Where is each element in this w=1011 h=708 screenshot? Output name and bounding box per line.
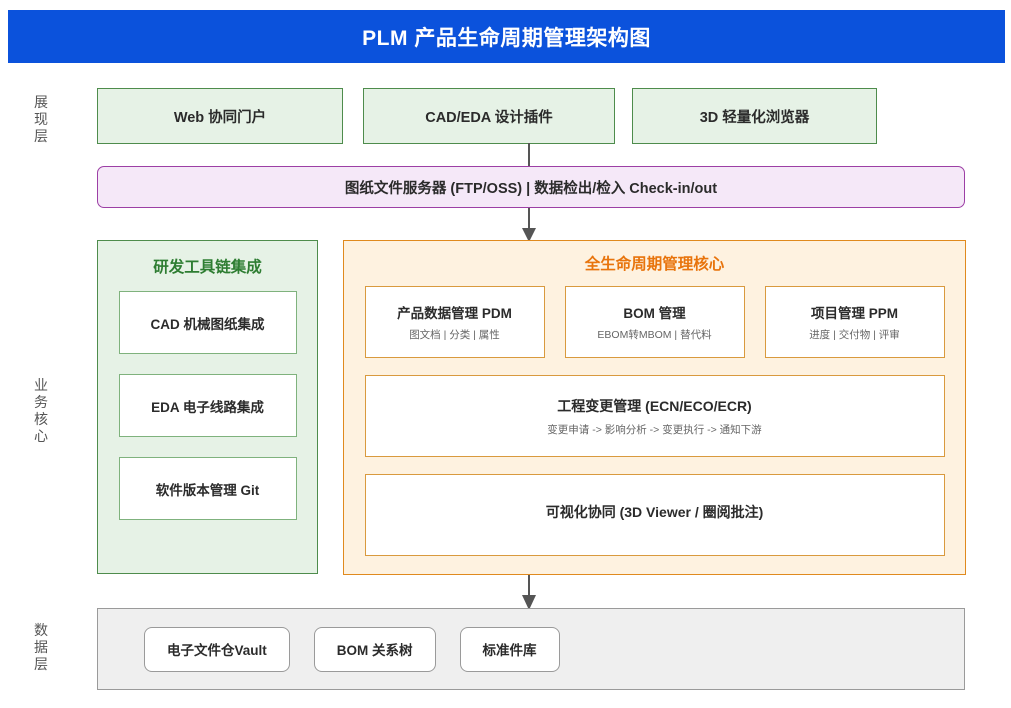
layer-label-data: 数据层 [34, 622, 48, 672]
core-block-engineering-change[interactable]: 工程变更管理 (ECN/ECO/ECR) 变更申请 -> 影响分析 -> 变更执… [364, 375, 945, 457]
core-card-pdm-sub: 图文档 | 分类 | 属性 [409, 329, 500, 341]
core-card-ppm-title: 项目管理 PPM [810, 306, 898, 321]
data-layer-panel: 电子文件仓Vault BOM 关系树 标准件库 [97, 608, 965, 690]
presentation-box-3d-viewer[interactable]: 3D 轻量化浏览器 [632, 88, 877, 144]
core-block-engineering-change-sub: 变更申请 -> 影响分析 -> 变更执行 -> 通知下游 [547, 423, 762, 436]
data-pill-vault[interactable]: 电子文件仓Vault [144, 626, 290, 672]
core-panel-title: 全生命周期管理核心 [584, 256, 725, 273]
toolchain-item-cad[interactable]: CAD 机械图纸集成 [118, 291, 297, 354]
core-block-visual-collaboration[interactable]: 可视化协同 (3D Viewer / 圈阅批注) [364, 474, 945, 556]
toolchain-panel: 研发工具链集成 CAD 机械图纸集成 EDA 电子线路集成 软件版本管理 Git [97, 240, 318, 574]
core-card-bom[interactable]: BOM 管理 EBOM转MBOM | 替代料 [564, 286, 745, 358]
core-card-ppm-sub: 进度 | 交付物 | 评审 [809, 329, 900, 341]
arrow-core-to-data-layer [522, 575, 536, 610]
toolchain-panel-title: 研发工具链集成 [153, 259, 262, 276]
page-title: PLM 产品生命周期管理架构图 [362, 26, 651, 50]
arrow-file-server-to-core [522, 208, 536, 242]
core-card-pdm[interactable]: 产品数据管理 PDM 图文档 | 分类 | 属性 [364, 286, 545, 358]
core-card-ppm[interactable]: 项目管理 PPM 进度 | 交付物 | 评审 [764, 286, 945, 358]
toolchain-item-eda[interactable]: EDA 电子线路集成 [118, 374, 297, 437]
core-block-engineering-change-title: 工程变更管理 (ECN/ECO/ECR) [557, 397, 752, 414]
layer-label-business: 业务核心 [34, 377, 48, 444]
toolchain-item-git[interactable]: 软件版本管理 Git [118, 457, 297, 520]
data-pill-standard-parts[interactable]: 标准件库 [459, 626, 560, 672]
core-card-bom-sub: EBOM转MBOM | 替代料 [597, 329, 712, 341]
core-card-pdm-title: 产品数据管理 PDM [397, 306, 512, 321]
core-card-bom-title: BOM 管理 [623, 306, 686, 321]
file-server-band[interactable]: 图纸文件服务器 (FTP/OSS) | 数据检出/检入 Check-in/out [97, 166, 965, 208]
core-block-visual-collaboration-title: 可视化协同 (3D Viewer / 圈阅批注) [545, 504, 764, 520]
presentation-box-web-portal[interactable]: Web 协同门户 [97, 88, 343, 144]
layer-label-presentation: 展现层 [34, 94, 48, 144]
data-pill-bom-tree[interactable]: BOM 关系树 [313, 626, 436, 672]
arrow-presentation-to-file-server [528, 143, 530, 168]
core-card-row: 产品数据管理 PDM 图文档 | 分类 | 属性 BOM 管理 EBOM转MBO… [364, 286, 945, 358]
header-bar: PLM 产品生命周期管理架构图 [8, 10, 1005, 63]
core-panel: 全生命周期管理核心 产品数据管理 PDM 图文档 | 分类 | 属性 BOM 管… [343, 240, 966, 575]
presentation-box-cad-eda-plugin[interactable]: CAD/EDA 设计插件 [363, 88, 615, 144]
